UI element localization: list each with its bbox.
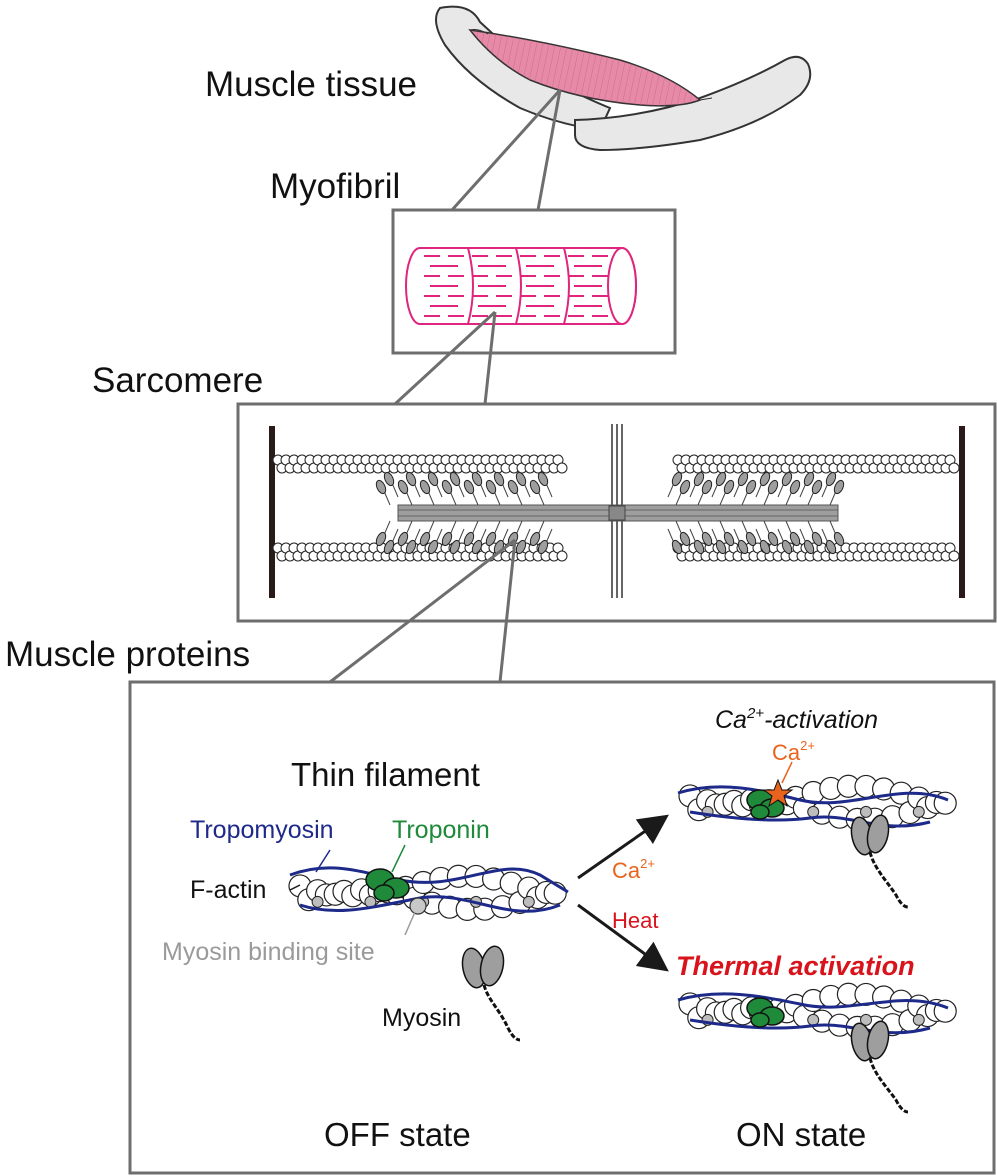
- zoom-lines-myofibril: [450, 88, 562, 212]
- off-myosin: [461, 945, 521, 1042]
- calcium-star: [762, 778, 794, 808]
- ca-arrow: [577, 814, 669, 880]
- muscle-tissue-illustration: [435, 5, 812, 152]
- off-tropomyosin-strand: [289, 866, 569, 894]
- ca-activated-filament: [677, 761, 957, 831]
- label-troponin: Troponin: [392, 816, 490, 844]
- myofibril-striations: [424, 255, 608, 317]
- tropomyosin-leader: [315, 849, 331, 873]
- m-band-center: [608, 505, 626, 521]
- thermal-activated-myosin: [850, 1020, 909, 1114]
- label-sarcomere: Sarcomere: [92, 361, 263, 400]
- off-troponin: [365, 868, 410, 902]
- label-thin-filament: Thin filament: [291, 756, 480, 793]
- label-myofibril: Myofibril: [270, 167, 400, 206]
- binding-site-marker: [409, 897, 427, 915]
- muscle-proteins-box: [128, 680, 996, 1175]
- label-off-state: OFF state: [324, 1116, 471, 1153]
- troponin-leader: [391, 844, 406, 873]
- binding-site-leader: [404, 911, 416, 936]
- label-muscle-tissue: Muscle tissue: [205, 65, 417, 104]
- label-ca-ion: Ca2+: [772, 738, 815, 765]
- ca-activated-myosin: [850, 814, 909, 909]
- label-myosin: Myosin: [382, 1004, 461, 1032]
- label-tropomyosin: Tropomyosin: [190, 816, 334, 844]
- zoom-lines-proteins: [329, 538, 517, 684]
- heat-arrow: [577, 903, 669, 972]
- label-ca-arrow: Ca2+: [612, 856, 655, 883]
- label-thermal-activation: Thermal activation: [676, 951, 915, 981]
- label-on-state: ON state: [736, 1116, 866, 1153]
- zoom-lines-sarcomere: [393, 310, 497, 406]
- thermal-activated-filament: [677, 982, 957, 1039]
- f-actin-leader: [289, 884, 301, 891]
- label-ca-activation: Ca2+-activation: [715, 705, 878, 734]
- off-thin-filament: [288, 864, 569, 921]
- myosin-heads: [375, 471, 845, 555]
- label-heat-arrow: Heat: [612, 908, 658, 933]
- label-myosin-binding-site: Myosin binding site: [162, 938, 375, 966]
- sarcomere-illustration: [269, 424, 965, 598]
- label-muscle-proteins: Muscle proteins: [5, 635, 250, 674]
- label-f-actin: F-actin: [190, 876, 266, 904]
